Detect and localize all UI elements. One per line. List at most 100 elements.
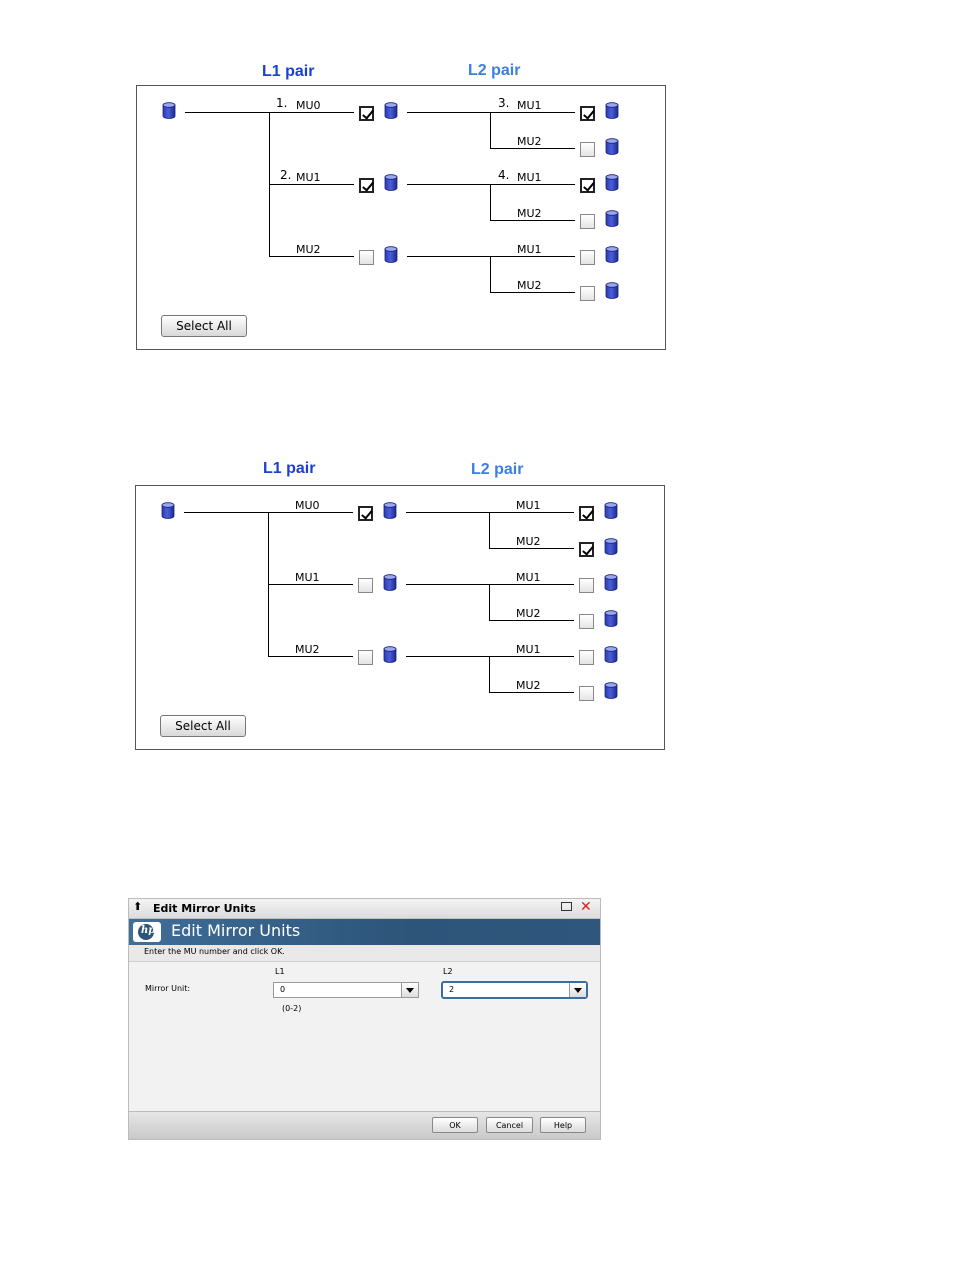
l1-mu-label: MU0 — [296, 99, 321, 112]
connector-line — [407, 184, 491, 185]
connector-line — [489, 620, 574, 621]
maximize-icon[interactable] — [561, 902, 572, 911]
l1-pair-title: L1 pair — [263, 460, 315, 478]
connector-line — [269, 112, 354, 113]
l2-volume-icon — [604, 610, 618, 627]
connector-line — [184, 512, 269, 513]
banner-title: Edit Mirror Units — [171, 921, 300, 940]
l2-mu-label: MU1 — [517, 243, 542, 256]
l1-mu-label: MU1 — [296, 171, 321, 184]
mirror-unit-label: Mirror Unit: — [145, 984, 190, 993]
l2-volume-icon — [604, 682, 618, 699]
connector-line — [490, 256, 491, 292]
l1-mu-checkbox[interactable] — [358, 650, 373, 665]
l1-mu-label: MU2 — [296, 243, 321, 256]
select-all-button[interactable]: Select All — [161, 315, 247, 337]
l2-mu-label: MU2 — [517, 279, 542, 292]
connector-line — [489, 512, 574, 513]
l2-volume-icon — [605, 246, 619, 263]
source-volume-icon — [162, 102, 176, 119]
connector-line — [406, 512, 490, 513]
l2-mu-checkbox[interactable] — [580, 250, 595, 265]
connector-line — [268, 584, 353, 585]
l2-volume-icon — [604, 574, 618, 591]
connector-line — [490, 220, 575, 221]
connector-line — [489, 692, 574, 693]
l1-mirror-unit-select[interactable]: 0 — [273, 982, 419, 998]
l2-mu-label: MU2 — [517, 207, 542, 220]
l1-mu-checkbox[interactable] — [358, 578, 373, 593]
l1-mu-label: MU1 — [295, 571, 320, 584]
l2-mu-label: MU1 — [516, 499, 541, 512]
l2-volume-icon — [605, 210, 619, 227]
ok-button[interactable]: OK — [432, 1117, 478, 1133]
edit-mirror-units-dialog: ⬆ Edit Mirror Units ✕ hp Edit Mirror Uni… — [128, 898, 601, 1140]
connector-line — [489, 656, 574, 657]
dialog-banner: hp Edit Mirror Units — [129, 919, 600, 945]
l2-mu-checkbox[interactable] — [580, 286, 595, 301]
help-button[interactable]: Help — [540, 1117, 586, 1133]
l2-mu-label: MU2 — [517, 135, 542, 148]
chevron-down-icon[interactable] — [569, 983, 586, 997]
l2-mu-checkbox[interactable] — [579, 686, 594, 701]
l2-mu-checkbox[interactable] — [580, 106, 595, 121]
l1-mu-checkbox[interactable] — [359, 106, 374, 121]
step-number: 3. — [498, 96, 509, 110]
l1-volume-icon — [383, 646, 397, 663]
l2-mu-label: MU2 — [516, 679, 541, 692]
collapse-icon[interactable]: ⬆ — [133, 900, 142, 914]
select-all-button[interactable]: Select All — [160, 715, 246, 737]
connector-line — [406, 584, 490, 585]
l1-pair-title: L1 pair — [262, 63, 314, 81]
l1-mu-checkbox[interactable] — [359, 178, 374, 193]
l2-pair-title: L2 pair — [468, 62, 520, 80]
chevron-down-icon[interactable] — [401, 983, 418, 997]
connector-line — [489, 656, 490, 692]
l2-volume-icon — [605, 282, 619, 299]
l2-mu-label: MU2 — [516, 607, 541, 620]
l2-volume-icon — [605, 102, 619, 119]
window-title: Edit Mirror Units — [153, 902, 256, 915]
connector-line — [489, 584, 490, 620]
l2-mu-checkbox[interactable] — [579, 614, 594, 629]
l2-mu-label: MU1 — [516, 571, 541, 584]
l2-mu-checkbox[interactable] — [579, 542, 594, 557]
l2-mu-checkbox[interactable] — [579, 650, 594, 665]
cancel-button[interactable]: Cancel — [486, 1117, 533, 1133]
connector-line — [268, 512, 353, 513]
l2-mu-checkbox[interactable] — [579, 506, 594, 521]
step-number: 4. — [498, 168, 509, 182]
range-hint: (0-2) — [282, 1004, 301, 1013]
l1-mu-checkbox[interactable] — [359, 250, 374, 265]
step-number: 1. — [276, 96, 287, 110]
l1-volume-icon — [383, 502, 397, 519]
connector-line — [489, 584, 574, 585]
l1-mu-label: MU0 — [295, 499, 320, 512]
l2-mu-label: MU1 — [516, 643, 541, 656]
close-icon[interactable]: ✕ — [580, 900, 592, 914]
l2-volume-icon — [604, 538, 618, 555]
l2-mu-label: MU1 — [517, 99, 542, 112]
l2-mu-checkbox[interactable] — [580, 214, 595, 229]
l1-volume-icon — [383, 574, 397, 591]
connector-line — [490, 292, 575, 293]
connector-line — [407, 256, 491, 257]
l2-mu-checkbox[interactable] — [580, 142, 595, 157]
step-number: 2. — [280, 168, 291, 182]
l2-volume-icon — [605, 174, 619, 191]
connector-line — [490, 112, 575, 113]
l2-mirror-unit-select[interactable]: 2 — [441, 981, 588, 999]
source-volume-icon — [161, 502, 175, 519]
instructions-text: Enter the MU number and click OK. — [144, 947, 285, 956]
l2-volume-icon — [604, 502, 618, 519]
connector-line — [185, 112, 270, 113]
l1-mu-checkbox[interactable] — [358, 506, 373, 521]
l2-mu-checkbox[interactable] — [579, 578, 594, 593]
hp-logo-icon: hp — [133, 922, 161, 942]
l2-mu-label: MU1 — [517, 171, 542, 184]
column-label-l1: L1 — [275, 967, 285, 976]
column-label-l2: L2 — [443, 967, 453, 976]
l2-mu-checkbox[interactable] — [580, 178, 595, 193]
connector-line — [269, 256, 354, 257]
